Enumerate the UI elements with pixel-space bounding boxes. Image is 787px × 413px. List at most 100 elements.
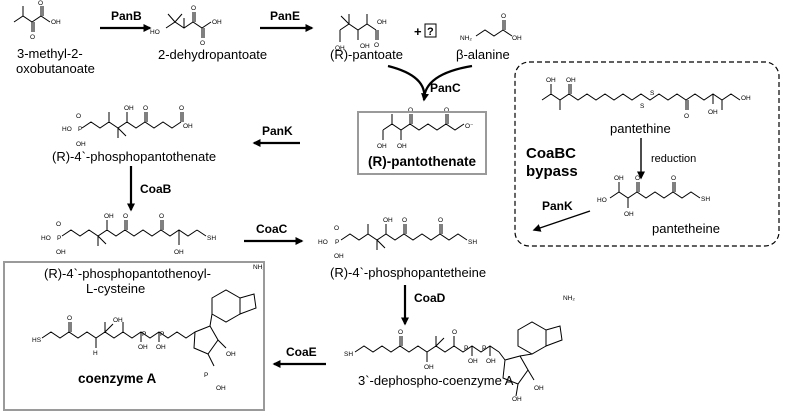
atom-O: O	[671, 175, 676, 182]
atom-O: O	[67, 315, 72, 322]
pantothenate-box	[357, 111, 487, 175]
enzyme-coab: CoaB	[140, 182, 172, 196]
atom-P: P	[78, 126, 82, 133]
compound-pantethine: pantethine	[610, 121, 671, 136]
enzyme-panb: PanB	[111, 9, 142, 23]
enzyme-coac: CoaC	[256, 222, 288, 236]
structure-3-methyl-2-oxobutanoate: O O OH	[13, 0, 61, 41]
compound-R-4-phosphopantothenoyl-L-cysteine-line1: (R)-4`-phosphopantothenoyl-	[44, 266, 211, 281]
bypass-step-reduction: reduction	[651, 153, 696, 165]
structure-R-pantoate: OH OH O OH	[335, 14, 387, 52]
atom-O: O	[143, 105, 148, 112]
atom-OH: OH	[741, 95, 751, 102]
atom-HO: HO	[150, 29, 160, 36]
atom-OH: OH	[624, 211, 634, 218]
atom-OH: OH	[174, 249, 184, 256]
atom-O: O	[438, 217, 443, 224]
enzyme-pank: PanK	[262, 124, 293, 138]
atom-P: P	[464, 345, 468, 352]
atom-OH: OH	[512, 35, 522, 42]
atom-HO: HO	[41, 235, 51, 242]
structure-3-dephospho-coenzyme-A: SH O OH O P P OH OH NH₂ OH OH	[344, 295, 575, 403]
atom-OH: OH	[397, 143, 407, 150]
atom-OH: OH	[138, 344, 148, 351]
unknown-cosubstrate-box	[424, 23, 437, 38]
compound-coenzyme-A: coenzyme A	[78, 371, 157, 386]
atom-NH2: NH₂	[563, 295, 575, 302]
atom-OH: OH	[216, 385, 226, 392]
atom-OH: OH	[183, 123, 193, 130]
compound-R-4-phosphopantothenate: (R)-4`-phosphopantothenate	[52, 149, 216, 164]
atom-O: O	[38, 0, 43, 7]
structure-pantethine: OH OH S S O OH OH	[541, 77, 751, 120]
atom-OH: OH	[566, 77, 576, 84]
enzyme-coae: CoaE	[286, 345, 317, 359]
atom-OH: OH	[212, 19, 222, 26]
structure-R-4-phosphopantothenoyl-L-cysteine: HO P O OH OH O O OH SH	[41, 213, 216, 256]
atom-HO: HO	[318, 239, 328, 246]
atom-O: O	[684, 113, 689, 120]
atom-OH: OH	[334, 253, 344, 260]
atom-NH2: NH₂	[253, 264, 265, 271]
atom-OH: OH	[377, 143, 387, 150]
atom-O-minus: O⁻	[465, 123, 474, 130]
compound-3-dephospho-coenzyme-A: 3`-dephospho-coenzyme A	[358, 373, 514, 388]
compound-R-pantoate: (R)-pantoate	[330, 47, 403, 62]
atom-P: P	[204, 372, 208, 379]
atom-OH: OH	[708, 109, 718, 116]
atom-OH: OH	[424, 364, 434, 371]
atom-P: P	[142, 331, 146, 338]
atom-OH: OH	[51, 19, 61, 26]
coabc-bypass-box	[514, 61, 780, 247]
atom-O: O	[334, 225, 339, 232]
atom-S: S	[640, 103, 645, 110]
compound-beta-alanine: β-alanine	[456, 47, 510, 62]
atom-OH: OH	[360, 43, 370, 50]
structure-R-4-phosphopantetheine: HO P O OH OH O O SH	[318, 217, 477, 260]
atom-OH: OH	[534, 385, 544, 392]
atom-OH: OH	[512, 396, 522, 403]
atom-SH: SH	[207, 235, 216, 242]
atom-OH: OH	[76, 141, 86, 148]
arrow-pank-bypass	[532, 210, 591, 232]
atom-O: O	[402, 217, 407, 224]
atom-O: O	[408, 107, 413, 114]
unknown-cosubstrate-label: ?	[427, 26, 434, 38]
atom-S: S	[650, 90, 655, 97]
atom-SH: SH	[468, 239, 477, 246]
atom-O: O	[191, 5, 196, 12]
atom-OH: OH	[113, 317, 123, 324]
coenzyme-a-box	[3, 261, 265, 411]
atom-OH: OH	[614, 175, 624, 182]
atom-P: P	[160, 331, 164, 338]
atom-OH: OH	[335, 45, 345, 52]
atom-OH: OH	[226, 351, 236, 358]
bypass-title-line1: CoaBC	[526, 145, 576, 162]
atom-OH: OH	[468, 358, 478, 365]
atom-OH: OH	[546, 77, 556, 84]
structure-coenzyme-A: HS O H OH P P OH OH NH₂ P OH OH	[32, 264, 265, 392]
atom-O: O	[76, 113, 81, 120]
atom-HO: HO	[62, 126, 72, 133]
atom-O: O	[123, 213, 128, 220]
atom-O: O	[30, 34, 35, 41]
compound-R-4-phosphopantothenoyl-L-cysteine-line2: L-cysteine	[86, 281, 145, 296]
atom-O: O	[374, 42, 379, 49]
compound-R-pantothenate: (R)-pantothenate	[368, 154, 476, 169]
atom-OH: OH	[383, 217, 393, 224]
structure-pantetheine: HO OH O OH O SH	[597, 175, 710, 218]
compound-pantetheine: pantetheine	[652, 221, 720, 236]
atom-P: P	[57, 235, 61, 242]
atom-OH: OH	[124, 105, 134, 112]
atom-H: H	[93, 350, 98, 357]
atom-OH: OH	[56, 249, 66, 256]
enzyme-pank-bypass: PanK	[542, 199, 573, 213]
bypass-title-line2: bypass	[526, 163, 578, 180]
atom-P: P	[335, 239, 339, 246]
structure-beta-alanine: NH₂ O OH	[460, 13, 522, 42]
atom-SH: SH	[344, 351, 353, 358]
atom-O: O	[501, 13, 506, 20]
atom-OH: OH	[486, 358, 496, 365]
atom-OH: OH	[156, 344, 166, 351]
atom-O: O	[56, 221, 61, 228]
